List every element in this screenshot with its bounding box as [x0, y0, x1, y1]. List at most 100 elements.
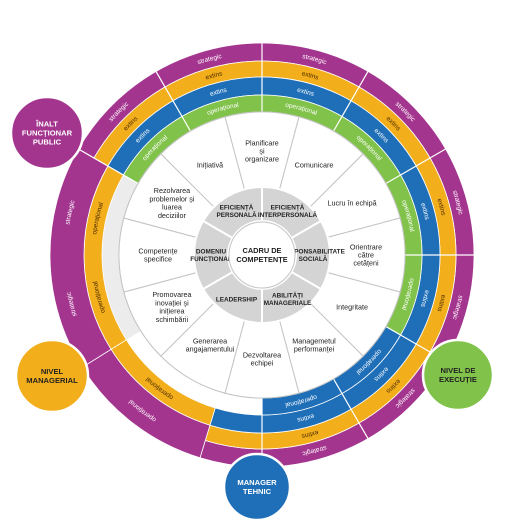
extins-band-label: extins — [435, 294, 446, 313]
extins-band-label: extins — [419, 290, 430, 309]
level-executie-label-line: NIVEL DE — [441, 366, 476, 375]
extins-band-label-text: extins — [419, 202, 430, 221]
band-divider — [78, 148, 139, 185]
level-managerial-label-line: NIVEL — [41, 367, 64, 376]
band-divider — [332, 71, 369, 132]
center-circle — [228, 221, 296, 289]
competence-label-line: angajamentului — [186, 345, 235, 354]
extins-band-label: extins — [300, 428, 319, 439]
band-divider — [385, 148, 446, 185]
domain-label-line: MANAGERIALE — [264, 300, 312, 307]
band-divider — [332, 378, 369, 439]
level-managerial-circle — [14, 338, 90, 414]
competence-label-line: problemelor și — [149, 194, 195, 203]
level-tehnic-label-line: MANAGER — [237, 478, 277, 487]
competence-label-line: și — [259, 147, 265, 156]
competence-label-line: Lucru în echipă — [327, 199, 376, 208]
competence-label-line: Rezolvarea — [154, 186, 190, 195]
extins-band-label-text: extins — [297, 87, 316, 98]
domain-label-line: SOCIALĂ — [299, 254, 328, 263]
competence-label-line: Dezvoltarea — [243, 350, 281, 359]
extins-band-label-text: extins — [205, 70, 224, 81]
domain-label-line: DOMENIU — [196, 249, 227, 256]
domain-label-line: INTERPERSONALĂ — [258, 210, 318, 219]
extins-band-label: extins — [297, 87, 316, 98]
competence-label-line: inițierea — [159, 307, 184, 316]
domain-label-line: ABILITĂȚI — [272, 291, 303, 300]
extins-band-label: extins — [301, 70, 320, 81]
competence-label-line: deciziilor — [158, 211, 187, 220]
level-inalt-circle — [9, 95, 85, 171]
competence-label-line: echipei — [251, 359, 274, 368]
competence-label-line: specifice — [144, 255, 172, 264]
competence-label-line: Comunicare — [295, 160, 334, 169]
extins-band-label: extins — [435, 198, 446, 217]
domain-label-line: PERSONALĂ — [216, 210, 257, 219]
competence-label-line: performanței — [294, 345, 335, 354]
level-managerial-label-line: MANAGERIAL — [26, 376, 78, 385]
level-rings: strategicextinsextinsoperaționalstrategi… — [49, 42, 475, 468]
competence-label: Integritate — [336, 303, 368, 312]
competence-label: Comunicare — [295, 160, 334, 169]
competence-label: Inițiativă — [197, 160, 223, 169]
competence-label-line: Orientrare — [350, 242, 382, 251]
level-tehnic-label-line: TEHNIC — [243, 487, 272, 496]
domain-label-line: LEADERSHIP — [216, 296, 258, 303]
competence-label-line: Managemetul — [292, 336, 336, 345]
domain-label: LEADERSHIP — [216, 296, 258, 303]
competence-label-line: luarea — [162, 203, 182, 212]
competence-label-line: Promovarea — [152, 290, 191, 299]
level-inalt-label-line: FUNCȚIONAR — [22, 129, 73, 138]
competence-label: Lucru în echipă — [327, 199, 376, 208]
extins-band-label-text: extins — [296, 412, 315, 423]
domain-label-line: FUNCȚIONAL — [190, 256, 232, 263]
level-inalt-label-line: ÎNALT — [35, 120, 58, 129]
competence-label-line: cetățeni — [353, 259, 379, 268]
extins-band-label: extins — [205, 70, 224, 81]
competence-label-line: Integritate — [336, 303, 368, 312]
band-divider — [155, 71, 192, 132]
center-label-line: CADRU DE — [242, 246, 281, 255]
extins-band-label-text: extins — [300, 428, 319, 439]
domain-sector — [193, 219, 234, 291]
competence-label-line: către — [358, 251, 374, 260]
competence-label-line: inovației și — [155, 298, 189, 307]
competence-label-line: Generarea — [193, 336, 227, 345]
extins-band-label-text: extins — [435, 294, 446, 313]
competence-label-line: Planificare — [245, 138, 279, 147]
level-inalt-label-line: PUBLIC — [33, 138, 62, 147]
extins-band-label-text: extins — [435, 198, 446, 217]
competence-label-line: organizare — [245, 155, 279, 164]
extins-band-label-text: extins — [419, 290, 430, 309]
extins-band-label-text: extins — [209, 87, 228, 98]
competence-label-line: Inițiativă — [197, 160, 223, 169]
competence-label-line: schimbării — [156, 315, 189, 324]
extins-band-label: extins — [419, 202, 430, 221]
extins-band-label: extins — [209, 87, 228, 98]
domain-label-line: EFICIENȚĂ — [220, 202, 254, 211]
domain-label-line: RESPONSABILITATE — [281, 249, 345, 256]
extins-band-label: extins — [296, 412, 315, 423]
level-executie-circle — [421, 338, 495, 412]
